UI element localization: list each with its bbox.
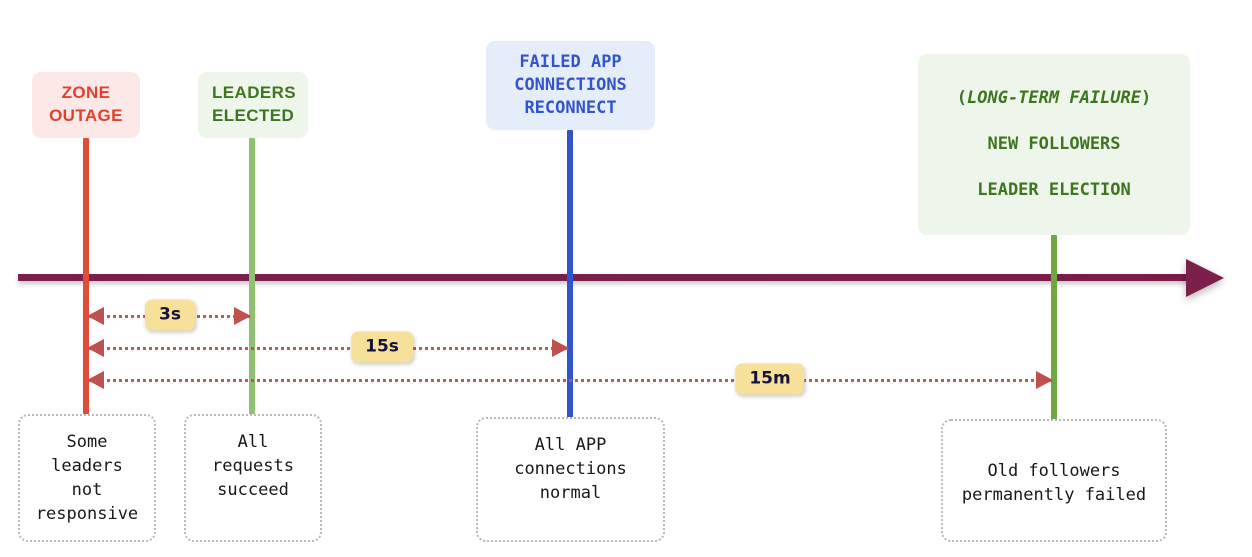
event-label-new-followers-leader-election: (LONG-TERM FAILURE) NEW FOLLOWERS LEADER… <box>918 54 1190 235</box>
outcome-spacer <box>953 532 1155 544</box>
paren-close: ) <box>1141 87 1152 108</box>
arrowhead-left-icon <box>87 371 104 389</box>
arrowhead-left-icon <box>87 339 104 357</box>
duration-badge-3s: 3s <box>145 299 195 331</box>
event-stem-leaders-elected <box>249 138 255 426</box>
outcome-box-leaders-elected: All requests succeed <box>184 414 322 542</box>
duration-dotted-line <box>88 379 1052 382</box>
timeline-axis-arrowhead-icon <box>1186 259 1224 297</box>
arrowhead-right-icon <box>234 307 251 325</box>
event-label-failed-app-connections-reconnect: FAILED APP CONNECTIONS RECONNECT <box>486 41 655 130</box>
arrowhead-right-icon <box>1036 371 1053 389</box>
event-label-zone-outage: ZONE OUTAGE <box>32 72 140 138</box>
long-term-failure-text: LONG-TERM FAILURE <box>967 87 1141 108</box>
event-label-leaders-elected: LEADERS ELECTED <box>198 72 308 138</box>
outcome-box-failed-app-connections-reconnect: All APP connections normal <box>476 417 665 542</box>
outcome-box-zone-outage: Some leaders not responsive <box>18 414 156 542</box>
arrowhead-left-icon <box>87 307 104 325</box>
duration-measure-15s <box>87 339 569 357</box>
event-stem-zone-outage <box>83 138 89 426</box>
duration-dotted-line <box>88 347 568 350</box>
event-label-line-long-term-failure: (LONG-TERM FAILURE) <box>932 87 1176 110</box>
arrowhead-right-icon <box>552 339 569 357</box>
event-label-line-new-followers: NEW FOLLOWERS <box>987 133 1121 154</box>
duration-badge-15s: 15s <box>351 331 413 363</box>
outcome-box-new-followers-leader-election: Old followers permanently failed Tablets… <box>941 419 1167 542</box>
duration-measure-15m <box>87 371 1053 389</box>
paren-open: ( <box>956 87 967 108</box>
duration-badge-15m: 15m <box>735 363 805 395</box>
outcome-text-primary: Old followers permanently failed <box>961 461 1147 506</box>
event-stem-failed-app-connections-reconnect <box>567 130 573 429</box>
event-label-line-leader-election: LEADER ELECTION <box>977 179 1131 200</box>
event-stem-new-followers-leader-election <box>1051 235 1057 431</box>
timeline-axis-line <box>18 274 1198 281</box>
